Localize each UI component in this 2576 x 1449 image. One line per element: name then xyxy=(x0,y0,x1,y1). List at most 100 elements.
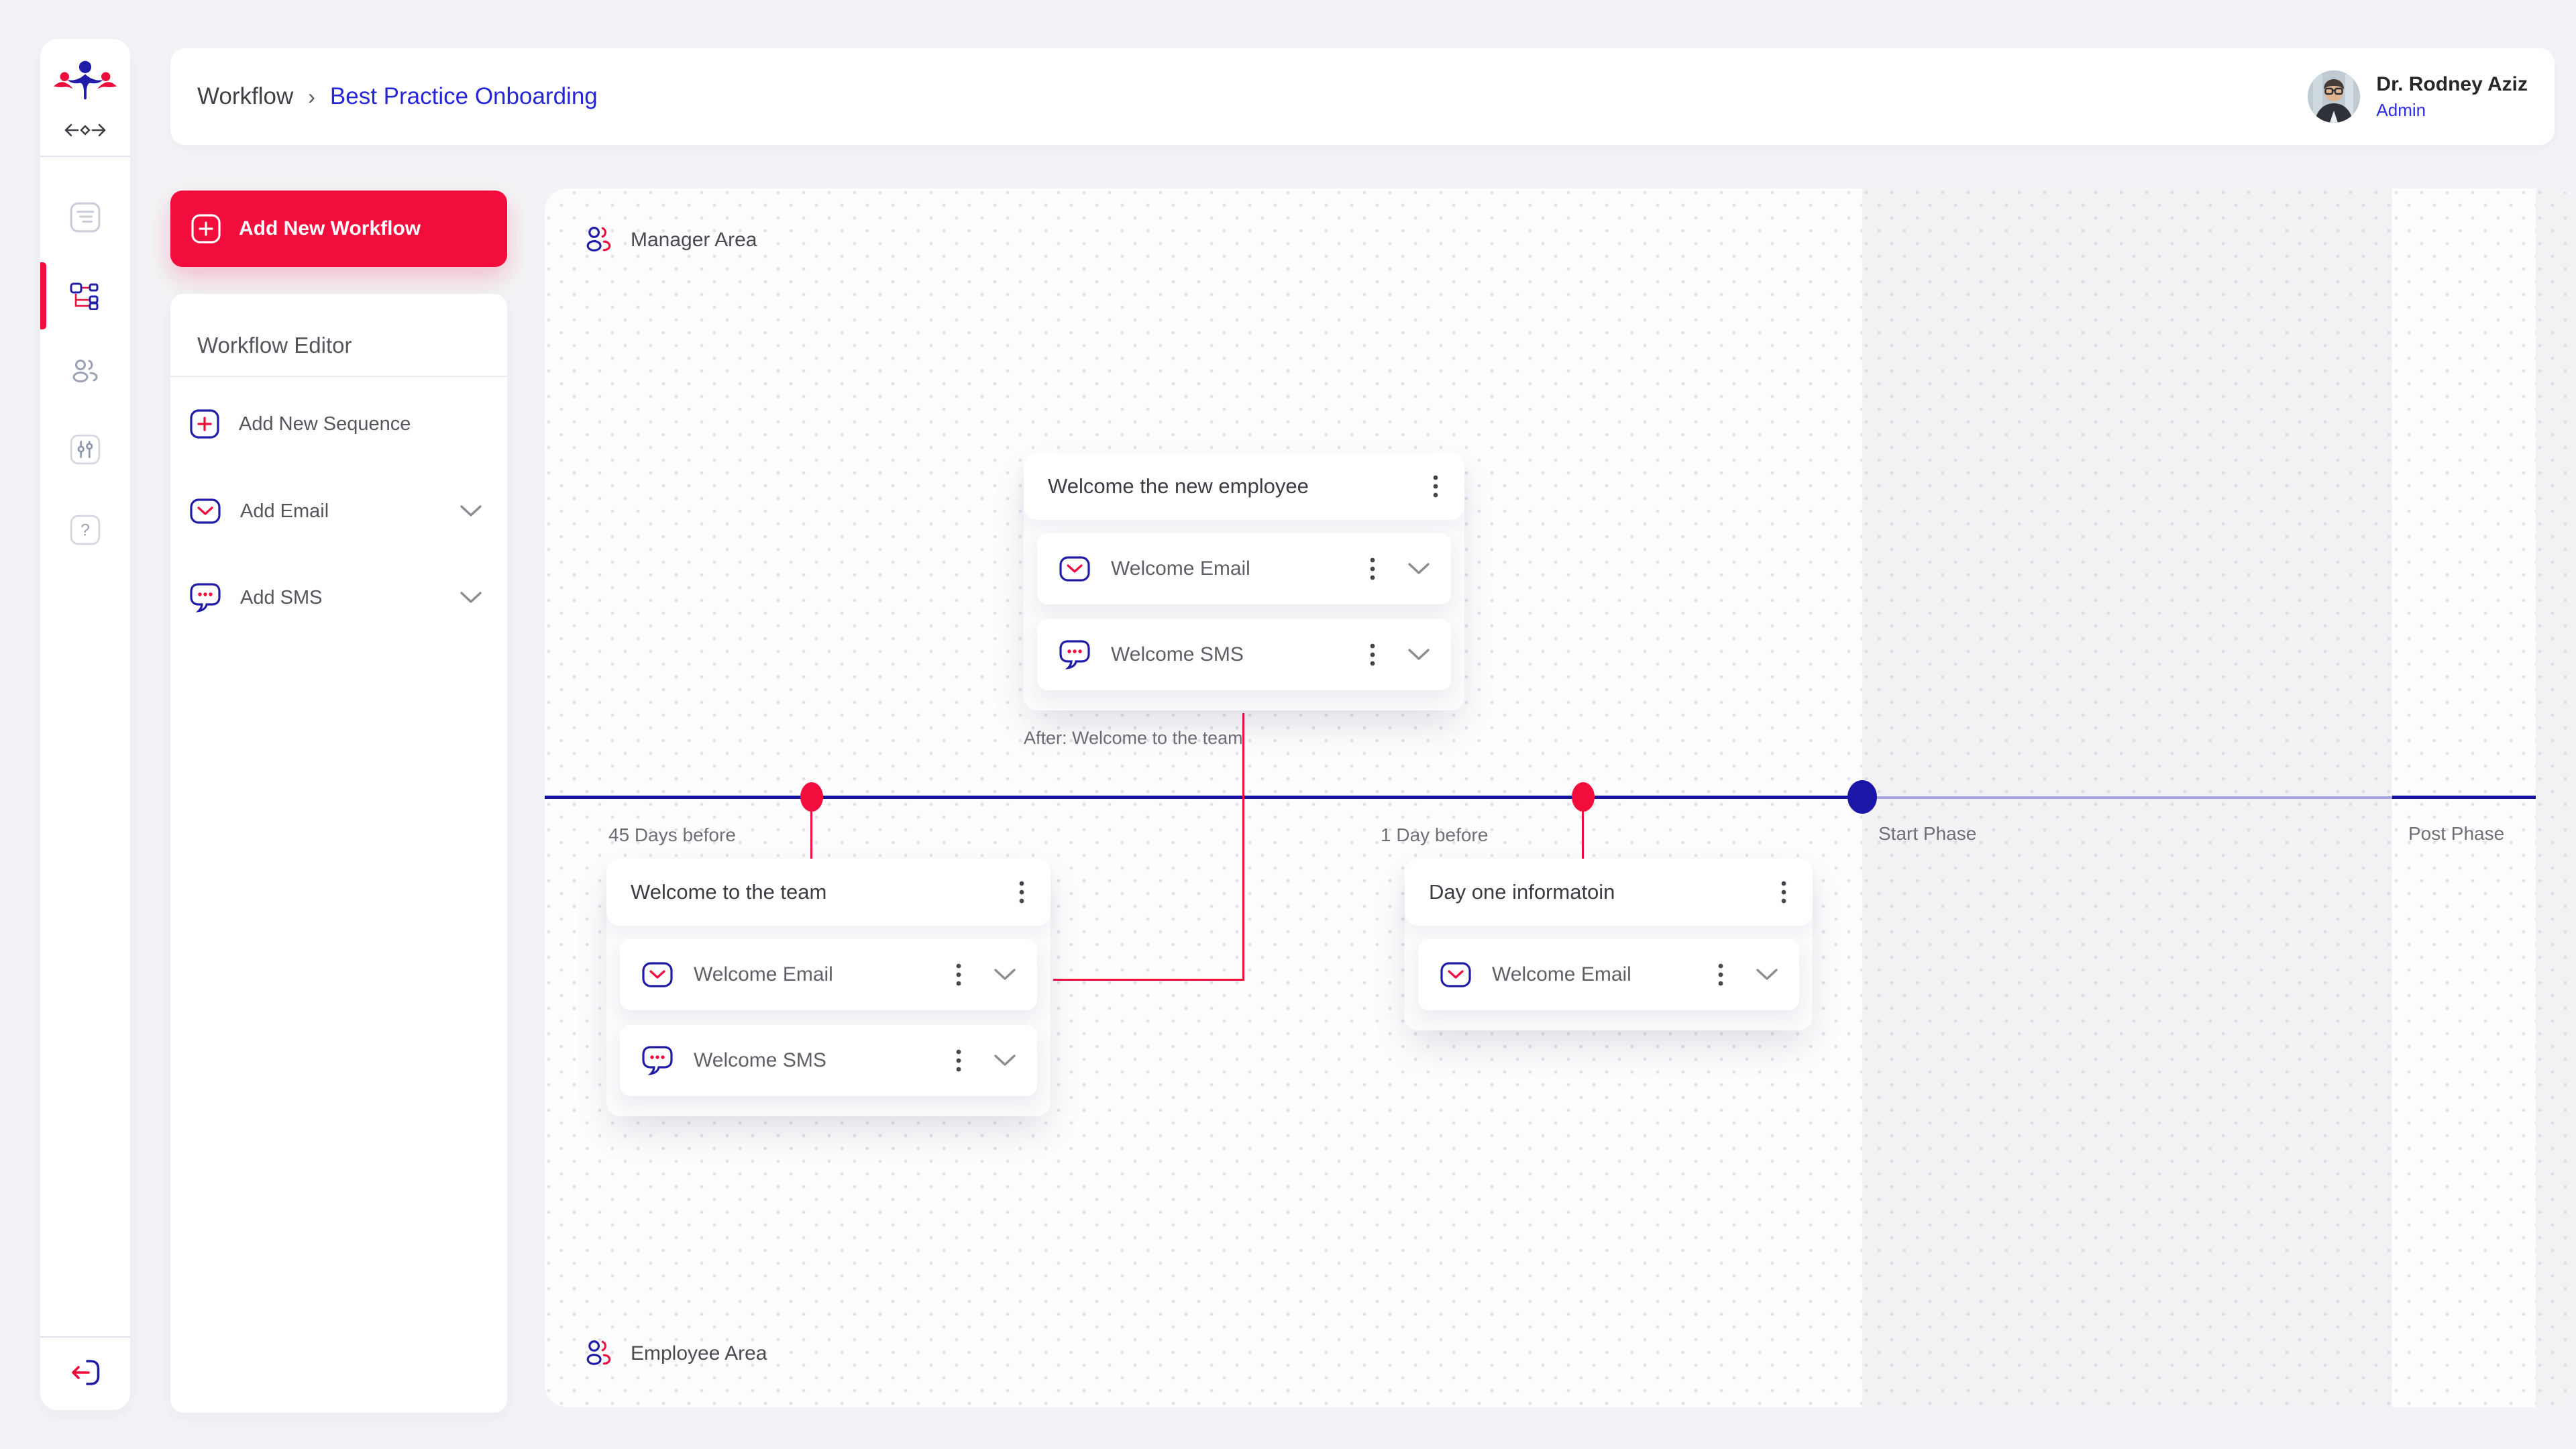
timeline-label-post-phase: Post Phase xyxy=(2408,823,2504,845)
step-label: Welcome SMS xyxy=(1111,643,1342,666)
sidebar-divider xyxy=(40,156,130,157)
timeline-marker-start-phase-dot[interactable] xyxy=(1847,780,1877,814)
sms-icon xyxy=(641,1045,674,1076)
email-icon xyxy=(1440,960,1472,989)
timeline-label-45-days: 45 Days before xyxy=(608,824,736,846)
sequence-card-manager[interactable]: Welcome the new employee Welcome Email xyxy=(1024,453,1464,710)
sms-icon xyxy=(1059,639,1091,670)
kebab-menu-icon[interactable] xyxy=(1362,551,1383,586)
chevron-down-icon[interactable] xyxy=(459,591,483,604)
chevron-down-icon[interactable] xyxy=(1403,644,1435,665)
step-row-welcome-email[interactable]: Welcome Email xyxy=(620,939,1037,1010)
sequence-card-title: Welcome the new employee xyxy=(1048,474,1426,498)
logout-button[interactable] xyxy=(69,1358,101,1387)
workflow-editor-title: Workflow Editor xyxy=(170,294,507,358)
chevron-down-icon[interactable] xyxy=(1403,558,1435,580)
svg-text:?: ? xyxy=(80,521,90,539)
step-label: Welcome Email xyxy=(1492,963,1690,986)
connector-manager-card-horizontal xyxy=(1053,979,1244,981)
user-name: Dr. Rodney Aziz xyxy=(2376,73,2528,96)
step-label: Welcome Email xyxy=(694,963,928,986)
users-icon xyxy=(585,226,613,254)
plus-square-icon xyxy=(191,213,221,244)
timeline-label-start-phase: Start Phase xyxy=(1878,823,1976,845)
step-label: Welcome SMS xyxy=(694,1049,928,1072)
documents-icon xyxy=(69,201,101,233)
sidebar-item-workflow[interactable] xyxy=(40,279,130,313)
timeline-line-active xyxy=(545,796,1862,799)
user-menu[interactable]: Dr. Rodney Aziz Admin xyxy=(2308,70,2528,123)
sidebar-item-documents[interactable] xyxy=(40,199,130,236)
chevron-down-icon[interactable] xyxy=(1751,964,1783,985)
chevron-down-icon[interactable] xyxy=(989,964,1021,985)
kebab-menu-icon[interactable] xyxy=(1012,875,1032,910)
kebab-menu-icon[interactable] xyxy=(1426,469,1446,504)
sequence-card-header: Welcome the new employee xyxy=(1024,453,1464,520)
email-icon xyxy=(1059,554,1091,584)
add-new-workflow-button[interactable]: Add New Workflow xyxy=(170,191,507,267)
panel-item-label: Add SMS xyxy=(240,587,323,609)
step-row-welcome-email[interactable]: Welcome Email xyxy=(1037,533,1451,604)
app-logo-icon xyxy=(53,59,117,103)
connector-1-day-to-card xyxy=(1582,797,1584,859)
panel-divider xyxy=(170,376,507,377)
step-row-welcome-sms[interactable]: Welcome SMS xyxy=(620,1025,1037,1096)
sidebar-item-team[interactable] xyxy=(40,356,130,388)
sequence-card-welcome-team[interactable]: Welcome to the team Welcome Email xyxy=(606,859,1051,1116)
breadcrumb-section[interactable]: Workflow xyxy=(197,83,293,110)
sequence-card-header: Welcome to the team xyxy=(606,859,1051,926)
phase-zone-edge xyxy=(2536,189,2576,1407)
sidebar-item-help[interactable]: ? xyxy=(40,511,130,549)
timeline-label-1-day: 1 Day before xyxy=(1381,824,1488,846)
employee-area-label: Employee Area xyxy=(585,1340,767,1368)
breadcrumb-separator-icon: › xyxy=(308,85,315,109)
kebab-menu-icon[interactable] xyxy=(1362,637,1383,672)
panel-item-label: Add Email xyxy=(240,500,329,523)
sidebar-divider xyxy=(40,1336,130,1338)
header: Workflow › Best Practice Onboarding D xyxy=(170,48,2555,145)
panel-item-add-sms[interactable]: Add SMS xyxy=(170,561,507,635)
employee-area-text: Employee Area xyxy=(631,1342,767,1365)
manager-area-text: Manager Area xyxy=(631,229,757,252)
workflow-editor-panel: Workflow Editor Add New Sequence Add Ema… xyxy=(170,294,507,1413)
chevron-down-icon[interactable] xyxy=(459,504,483,518)
add-new-workflow-label: Add New Workflow xyxy=(239,217,421,240)
step-label: Welcome Email xyxy=(1111,557,1342,580)
panel-item-label: Add New Sequence xyxy=(239,413,411,435)
logout-icon xyxy=(69,1358,101,1387)
avatar xyxy=(2308,70,2360,123)
help-icon: ? xyxy=(69,514,101,546)
after-note: After: Welcome to the team xyxy=(1024,728,1243,749)
active-nav-indicator xyxy=(40,262,46,329)
email-icon xyxy=(641,960,674,989)
sequence-card-header: Day one informatoin xyxy=(1405,859,1813,926)
chevron-down-icon[interactable] xyxy=(989,1050,1021,1071)
panel-item-add-new-sequence[interactable]: Add New Sequence xyxy=(170,387,507,461)
connector-manager-card-vertical xyxy=(1242,713,1244,981)
kebab-menu-icon[interactable] xyxy=(949,957,969,992)
sidebar-item-preferences[interactable] xyxy=(40,431,130,468)
team-icon xyxy=(70,358,101,385)
kebab-menu-icon[interactable] xyxy=(1711,957,1731,992)
step-row-welcome-sms[interactable]: Welcome SMS xyxy=(1037,619,1451,690)
manager-area-label: Manager Area xyxy=(585,226,757,254)
kebab-menu-icon[interactable] xyxy=(1774,875,1794,910)
sequence-card-title: Welcome to the team xyxy=(631,880,1012,904)
connector-45-days-to-card xyxy=(810,797,812,859)
step-row-welcome-email[interactable]: Welcome Email xyxy=(1418,939,1799,1010)
breadcrumb: Workflow › Best Practice Onboarding xyxy=(197,83,598,110)
plus-square-icon xyxy=(189,409,220,439)
sidebar: ? xyxy=(40,39,130,1410)
collapse-sidebar-icon[interactable] xyxy=(63,122,107,138)
kebab-menu-icon[interactable] xyxy=(949,1043,969,1078)
sequence-card-title: Day one informatoin xyxy=(1429,880,1774,904)
users-icon xyxy=(585,1340,613,1368)
timeline-line-post-phase xyxy=(2392,796,2536,799)
sequence-card-day-one[interactable]: Day one informatoin Welcome Email xyxy=(1405,859,1813,1030)
breadcrumb-current-page[interactable]: Best Practice Onboarding xyxy=(330,83,598,110)
sms-icon xyxy=(189,582,221,613)
panel-item-add-email[interactable]: Add Email xyxy=(170,474,507,548)
workflow-canvas: Manager Area Employee Area 45 Days befor… xyxy=(545,189,2576,1407)
workflow-icon xyxy=(69,282,101,310)
